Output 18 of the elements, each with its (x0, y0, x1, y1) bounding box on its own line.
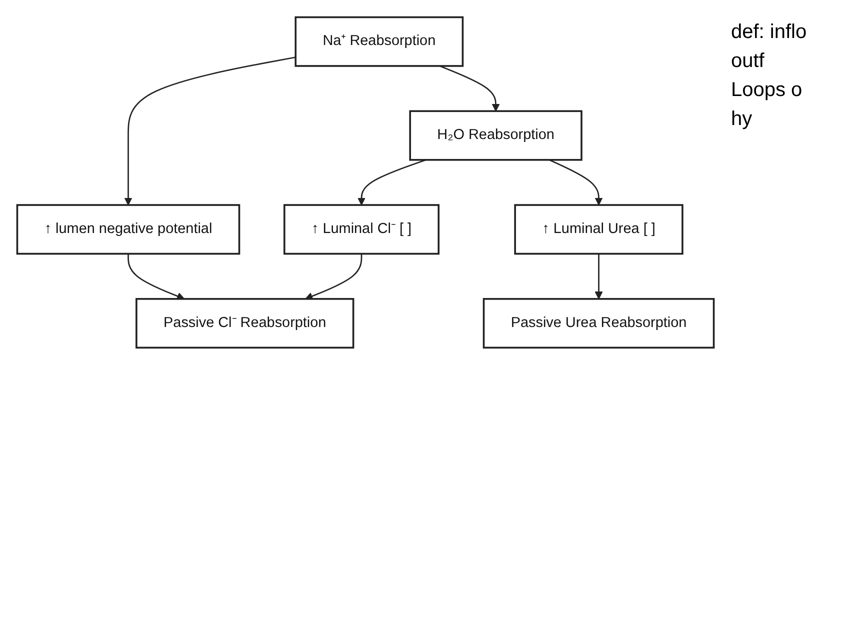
arrow (128, 254, 185, 300)
node-box: ↑ lumen negative potential (16, 204, 240, 255)
arrow (124, 56, 296, 206)
node-box: ↑ Luminal Urea [ ] (514, 204, 684, 255)
arrow (594, 254, 603, 300)
handwritten-note: Loops o (731, 79, 804, 102)
node-box: ↑ Luminal Cl⁻ [ ] (283, 204, 440, 255)
handwritten-note: hy (731, 108, 754, 131)
handwritten-note: outf (731, 50, 766, 73)
arrow (439, 65, 500, 112)
arrow (358, 159, 426, 206)
node-box: Na⁺ Reabsorption (294, 16, 464, 67)
node-box: H₂O Reabsorption (409, 110, 582, 161)
handwritten-note: def: inflo (731, 21, 808, 44)
arrow (548, 159, 603, 206)
arrow (305, 254, 362, 300)
node-box: Passive Cl⁻ Reabsorption (136, 298, 354, 349)
node-box: Passive Urea Reabsorption (482, 298, 715, 349)
